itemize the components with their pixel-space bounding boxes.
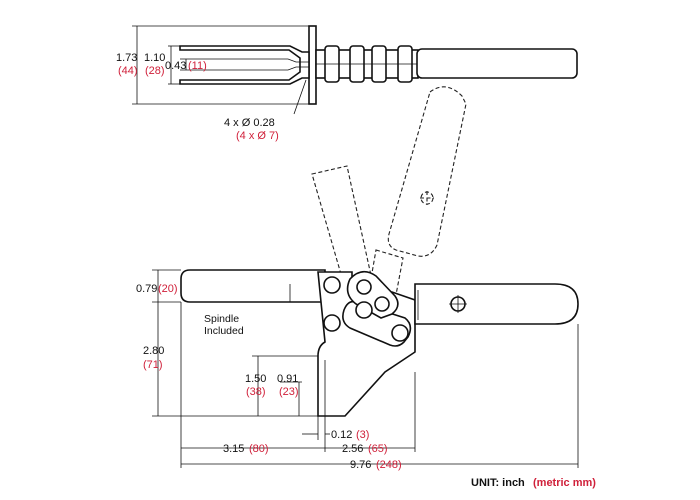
dim-height-b-mm: (23): [279, 386, 299, 398]
body-pivots: [323, 276, 341, 332]
dim-total-length-inch: 9.76: [350, 459, 371, 471]
dim-height-b-inch: 0.91: [277, 373, 298, 385]
dim-left-inch: 3.15: [223, 443, 244, 455]
dim-gap-inch: 0.43: [165, 60, 186, 72]
top-view-handle: [416, 48, 578, 79]
dim-right-mm: (65): [368, 443, 388, 455]
dim-total-height-mm: (71): [143, 359, 163, 371]
dim-inner-mm: (28): [145, 65, 165, 77]
link-pivots: [355, 279, 409, 342]
side-view: [180, 269, 579, 417]
dim-height-a-mm: (38): [246, 386, 266, 398]
dim-height-a-inch: 1.50: [245, 373, 266, 385]
side-view-dimension-lines: [152, 269, 579, 468]
clamp-arm: [180, 269, 326, 303]
dim-gap-mm: (11): [188, 60, 207, 72]
dim-base-thickness-mm: (3): [356, 429, 369, 441]
phantom-handle: [387, 86, 467, 257]
dim-overall-inch: 1.73: [116, 52, 137, 64]
top-view: 1.73 (44) 1.10 (28) 0.43 (11) 4 x Ø 0.28…: [116, 25, 578, 142]
dim-arm-height-mm: (20): [158, 283, 178, 295]
dim-left-mm: (80): [249, 443, 269, 455]
dim-total-height-inch: 2.80: [143, 345, 164, 357]
dim-base-thickness-inch: 0.12: [331, 429, 352, 441]
dim-arm-height-inch: 0.79: [136, 283, 157, 295]
top-view-pivots: [316, 45, 418, 83]
unit-label: UNIT: inch: [471, 477, 525, 489]
clamp-handle: [414, 283, 579, 325]
dim-inner-inch: 1.10: [144, 52, 165, 64]
holes-callout-mm: (4 x Ø 7): [236, 130, 279, 142]
dim-right-inch: 2.56: [342, 443, 363, 455]
top-view-slot: [180, 58, 309, 71]
dim-overall-mm: (44): [118, 65, 138, 77]
spindle-note-line1: Spindle: [204, 313, 239, 325]
unit-metric-label: (metric mm): [533, 477, 596, 489]
spindle-note-line2: Included: [204, 325, 244, 337]
dim-total-length-mm: (248): [376, 459, 402, 471]
holes-callout-inch: 4 x Ø 0.28: [224, 117, 275, 129]
top-view-base-plate: [308, 25, 317, 105]
top-view-dimension-lines: [132, 25, 309, 115]
